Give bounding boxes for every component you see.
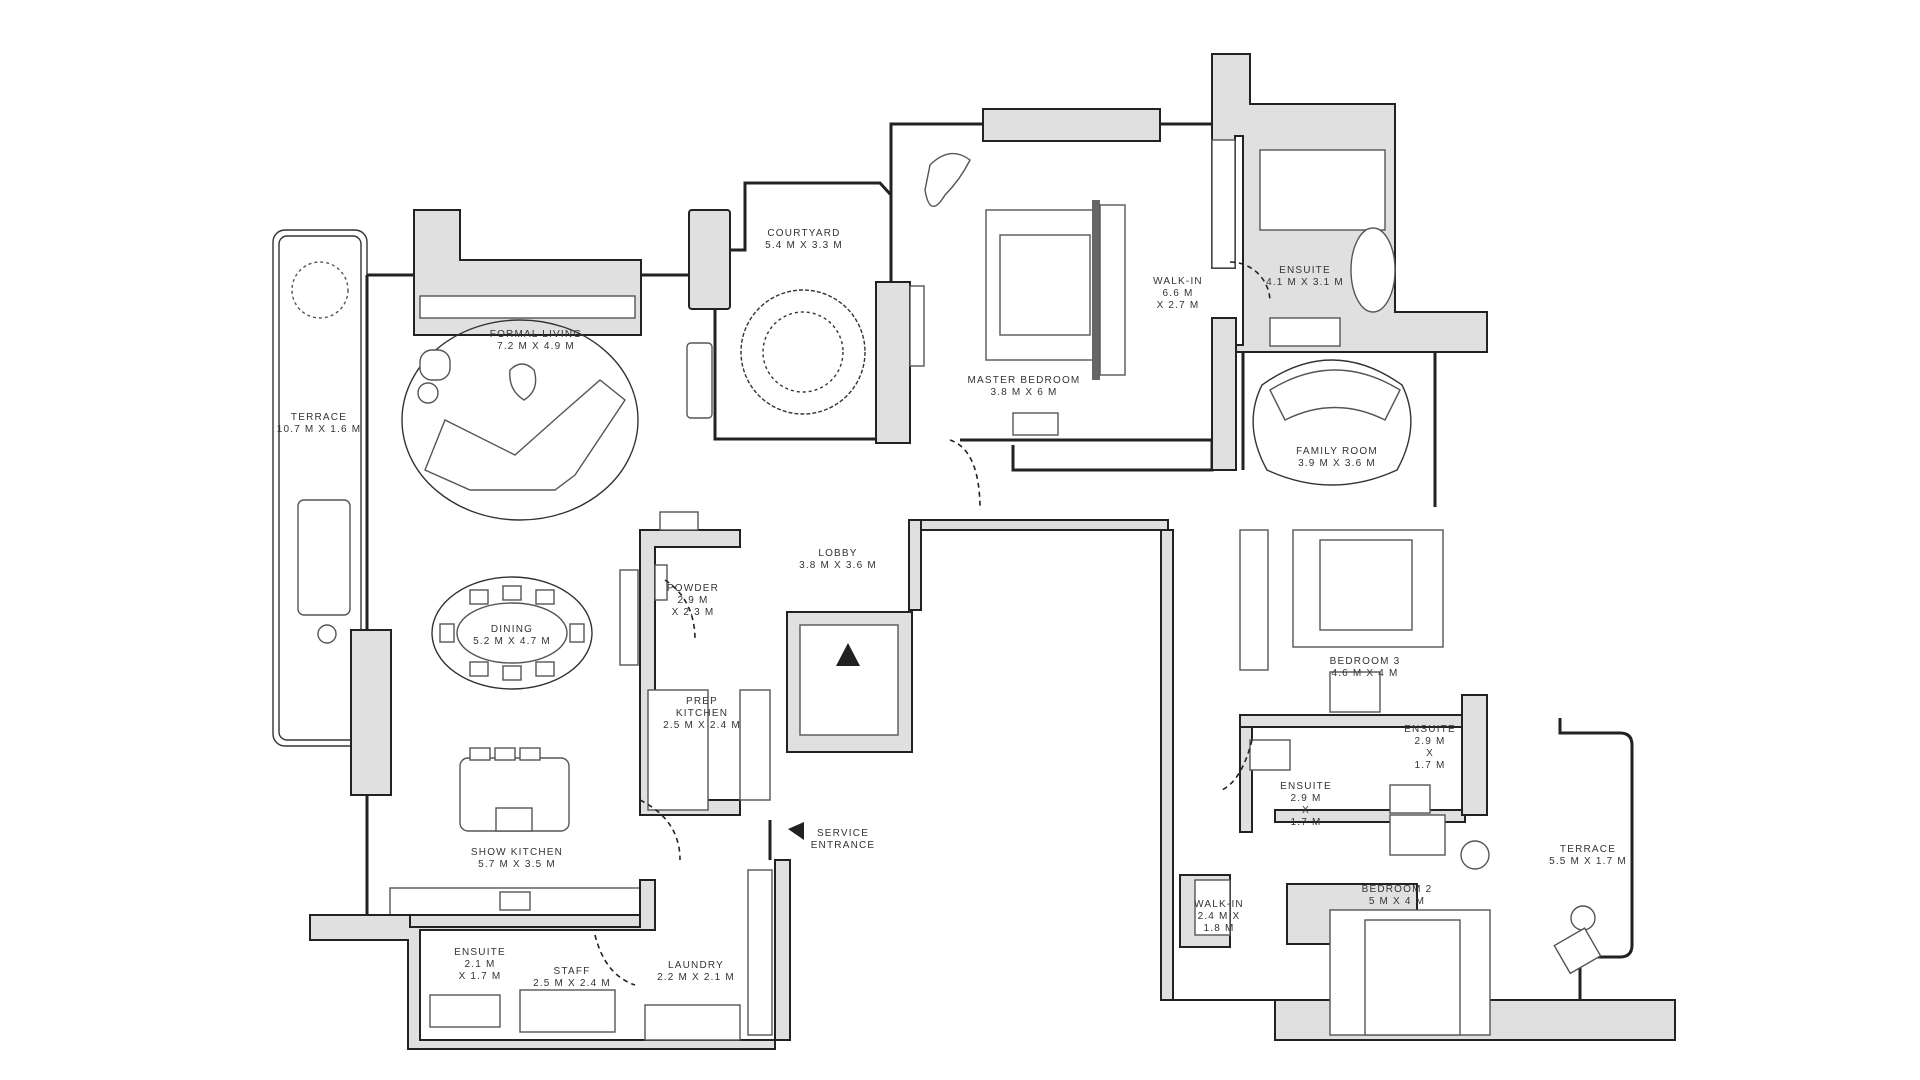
laundry-appliances: [644, 1004, 741, 1041]
size-powder-2: X 2.3 M: [672, 607, 715, 618]
staff-bed: [519, 989, 616, 1033]
label-master-ensuite: ENSUITE: [1279, 265, 1331, 276]
sectional-sofa: [424, 379, 626, 491]
master-bed: [999, 234, 1091, 336]
living-walls: [350, 209, 731, 915]
size-show-kitchen: 5.7 M X 3.5 M: [478, 859, 556, 870]
curved-sofa: [1269, 369, 1401, 421]
size-walkin-b2-1: 2.4 M X: [1198, 911, 1241, 922]
core-area: [639, 511, 913, 816]
show-kitchen-area: [389, 747, 681, 916]
lounge-chair: [509, 363, 537, 401]
label-bedroom3: BEDROOM 3: [1330, 656, 1401, 667]
size-master-ensuite: 4.1 M X 3.1 M: [1266, 277, 1344, 288]
size-staff-ensuite-2: X 1.7 M: [459, 971, 502, 982]
label-prep-kitchen-1: PREP: [686, 696, 718, 707]
label-walkin-b2: WALK-IN: [1194, 899, 1244, 910]
lounge-chair: [1553, 927, 1602, 975]
size-terrace-east: 5.5 M X 1.7 M: [1549, 856, 1627, 867]
plant-icon: [291, 261, 349, 319]
size-ensuite-b2-3: 1.7 M: [1414, 760, 1445, 771]
label-ensuite-b3: ENSUITE: [1280, 781, 1332, 792]
armchair: [1460, 840, 1490, 870]
size-ensuite-b2-1: 2.9 M: [1414, 736, 1445, 747]
double-vanity: [1269, 317, 1341, 347]
bed-2: [1364, 919, 1461, 1036]
sink-icon: [499, 891, 531, 911]
label-laundry: LAUNDRY: [668, 960, 724, 971]
label-terrace-west: TERRACE: [291, 412, 347, 423]
size-master-bedroom: 3.8 M X 6 M: [990, 387, 1057, 398]
service-entrance-arrow-icon: [788, 822, 804, 840]
label-dining: DINING: [491, 624, 533, 635]
label-bedroom2: BEDROOM 2: [1362, 884, 1433, 895]
label-service-entrance-2: ENTRANCE: [811, 840, 876, 851]
size-prep-kitchen: 2.5 M X 2.4 M: [663, 720, 741, 731]
size-ensuite-b2-2: X: [1426, 748, 1434, 759]
size-laundry: 2.2 M X 2.1 M: [657, 972, 735, 983]
side-table: [317, 624, 337, 644]
size-courtyard: 5.4 M X 3.3 M: [765, 240, 843, 251]
pillar: [350, 629, 392, 796]
size-bedroom3: 4.6 M X 4 M: [1331, 668, 1398, 679]
size-master-walkin-1: 6.6 M: [1162, 288, 1193, 299]
lift: [799, 624, 899, 736]
size-ensuite-b3-1: 2.9 M: [1290, 793, 1321, 804]
label-formal-living: FORMAL LIVING: [490, 329, 582, 340]
size-master-walkin-2: X 2.7 M: [1157, 300, 1200, 311]
size-staff: 2.5 M X 2.4 M: [533, 978, 611, 989]
label-show-kitchen: SHOW KITCHEN: [471, 847, 563, 858]
label-powder: POWDER: [667, 583, 719, 594]
bathtub: [1350, 227, 1396, 313]
label-prep-kitchen-2: KITCHEN: [676, 708, 728, 719]
label-master-bedroom: MASTER BEDROOM: [968, 375, 1081, 386]
service-area: [309, 820, 804, 1050]
courtyard-area: [713, 181, 925, 444]
size-bedroom2: 5 M X 4 M: [1369, 896, 1425, 907]
formal-living-furniture: [401, 319, 713, 521]
terrace-west-area: [272, 229, 368, 747]
label-staff: STAFF: [554, 966, 591, 977]
size-ensuite-b3-3: 1.7 M: [1290, 817, 1321, 828]
room-labels: TERRACE 10.7 M X 1.6 M FORMAL LIVING 7.2…: [277, 228, 1627, 989]
tree-icon: [740, 289, 866, 415]
wardrobe: [1239, 529, 1269, 671]
sink-icon: [1249, 739, 1291, 771]
armchair: [419, 349, 451, 381]
courtyard-bench: [686, 342, 713, 419]
size-lobby: 3.8 M X 3.6 M: [799, 560, 877, 571]
size-formal-living: 7.2 M X 4.9 M: [497, 341, 575, 352]
size-dining: 5.2 M X 4.7 M: [473, 636, 551, 647]
desk-chair: [1329, 671, 1381, 713]
bedroom2-area: [1179, 814, 1491, 1036]
size-walkin-b2-2: 1.8 M: [1203, 923, 1234, 934]
size-family-room: 3.9 M X 3.6 M: [1298, 458, 1376, 469]
label-lobby: LOBBY: [818, 548, 857, 559]
size-staff-ensuite-1: 2.1 M: [464, 959, 495, 970]
terrace-east-area: [1553, 718, 1634, 1000]
dining-furniture: [431, 569, 639, 690]
size-terrace-west: 10.7 M X 1.6 M: [277, 424, 362, 435]
bed-3: [1319, 539, 1413, 631]
label-terrace-east: TERRACE: [1560, 844, 1616, 855]
label-staff-ensuite: ENSUITE: [454, 947, 506, 958]
bedroom3-area: [1221, 529, 1488, 833]
label-ensuite-b2: ENSUITE: [1404, 724, 1456, 735]
family-room-area: [1241, 352, 1437, 507]
walk-in-wardrobe: [1194, 879, 1231, 936]
size-powder-1: 2.9 M: [677, 595, 708, 606]
cooktop-icon: [495, 807, 533, 832]
label-courtyard: COURTYARD: [767, 228, 840, 239]
label-service-entrance-1: SERVICE: [817, 828, 869, 839]
outdoor-sofa: [297, 499, 351, 616]
desk: [1389, 814, 1446, 856]
chaise-lounge: [924, 152, 971, 207]
label-master-walkin: WALK-IN: [1153, 276, 1203, 287]
north-arrow-icon: [836, 643, 860, 666]
size-ensuite-b3-2: X: [1302, 805, 1310, 816]
dining-table: [456, 602, 568, 664]
label-family-room: FAMILY ROOM: [1296, 446, 1378, 457]
master-ensuite-area: [1211, 53, 1488, 471]
